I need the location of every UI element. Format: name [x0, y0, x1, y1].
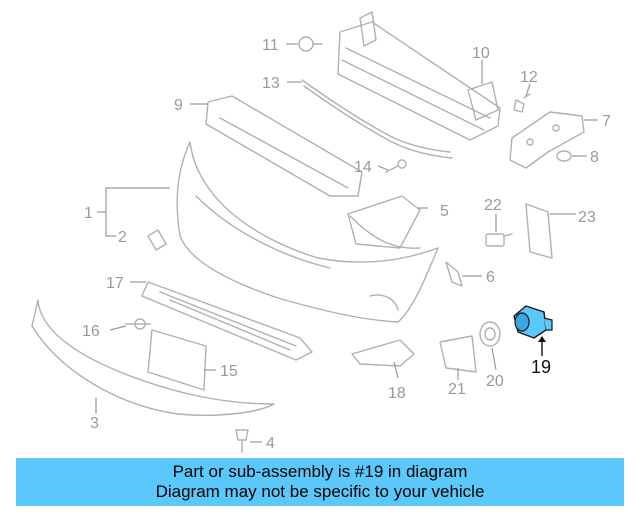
callout-12: 12 [520, 69, 538, 86]
callout-19: 19 [531, 357, 551, 377]
part-12-pin [513, 93, 531, 113]
part-7-bracket [509, 111, 585, 169]
callout-8: 8 [590, 149, 599, 166]
part-18-trim [351, 339, 415, 367]
callout-20: 20 [486, 373, 504, 390]
callout-16: 16 [82, 323, 100, 340]
part-1-bumper-cover [176, 141, 439, 323]
part-20-grommet [479, 321, 501, 347]
callout-17: 17 [106, 275, 124, 292]
part-23-hinge [525, 203, 553, 259]
part-8-nut [556, 150, 572, 162]
callout-labels: 11 10 13 12 9 7 8 14 1 22 5 23 2 6 17 16… [82, 37, 611, 452]
parts-diagram: 11 10 13 12 9 7 8 14 1 22 5 23 2 6 17 16… [31, 11, 611, 453]
callout-5: 5 [440, 203, 449, 220]
part-11-bolt [298, 36, 323, 52]
callout-2: 2 [118, 229, 127, 246]
part-14-clip [385, 159, 407, 173]
part-21-bracket [439, 335, 477, 373]
callout-9: 9 [174, 97, 183, 114]
callout-11: 11 [262, 37, 279, 54]
callout-18: 18 [388, 385, 406, 402]
callout-14: 14 [354, 159, 372, 176]
part-15-license-bracket [147, 329, 207, 391]
part-19-parking-sensor[interactable] [513, 305, 553, 339]
callout-1: 1 [84, 205, 93, 222]
callout-7: 7 [602, 113, 611, 130]
part-16-clip [125, 318, 151, 330]
callout-3: 3 [90, 415, 99, 432]
callout-23: 23 [578, 209, 596, 226]
callout-22: 22 [484, 197, 502, 214]
callout-21: 21 [448, 381, 466, 398]
info-banner: Part or sub-assembly is #19 in diagram D… [16, 458, 624, 506]
callout-10: 10 [472, 45, 490, 62]
part-13-strip [301, 79, 453, 159]
part-2-sensor-bracket [147, 229, 167, 251]
part-17-grille [141, 281, 313, 361]
part-3-lower-trim [31, 299, 275, 416]
banner-line-disclaimer: Diagram may not be specific to your vehi… [155, 482, 485, 501]
callout-15: 15 [220, 363, 238, 380]
leader-lines [95, 43, 598, 443]
callout-13: 13 [262, 75, 280, 92]
part-5-mount [347, 195, 421, 249]
banner-line-part: Part or sub-assembly is #19 in diagram [172, 462, 468, 481]
part-10-reinforcement-bar [337, 11, 501, 141]
part-9-absorber [205, 95, 363, 197]
callout-6: 6 [486, 269, 495, 286]
part-6-clip [445, 261, 463, 287]
callout-4: 4 [266, 435, 275, 452]
part-4-bolt [235, 429, 249, 453]
part-22-switch [485, 233, 513, 247]
